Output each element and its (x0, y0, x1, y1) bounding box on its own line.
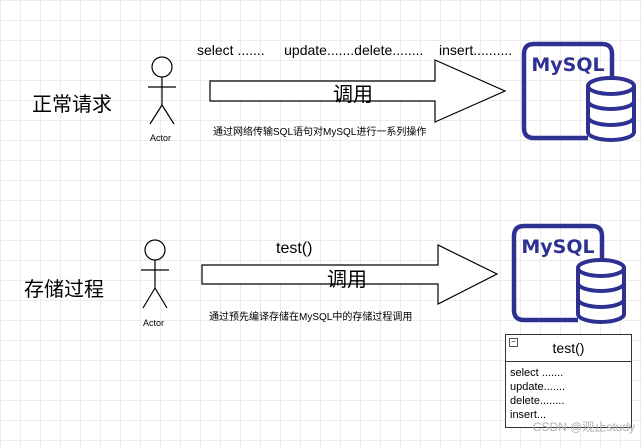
procedure-box-title: test() (552, 340, 585, 356)
bottom-call-arrow (201, 244, 499, 305)
procedure-box-header: − test() (506, 335, 631, 362)
bottom-actor-label: Actor (143, 318, 165, 328)
procedure-box-body: select ....... update....... delete.....… (506, 362, 631, 426)
stored-procedure-label: 存储过程 (24, 279, 104, 301)
stored-procedure-box: − test() select ....... update....... de… (505, 334, 632, 428)
top-arrow-label: 调用 (333, 84, 373, 106)
collapse-toggle-icon[interactable]: − (509, 338, 518, 347)
mysql-database-icon: MySQL (511, 223, 626, 324)
top-caption: 通过网络传输SQL语句对MySQL进行一系列操作 (213, 127, 427, 138)
svg-text:MySQL: MySQL (531, 54, 604, 76)
bottom-actor-figure (141, 239, 169, 309)
procedure-call-label: test() (276, 240, 313, 257)
top-actor-figure (148, 56, 176, 125)
top-actor-label: Actor (150, 133, 172, 143)
top-call-arrow (209, 59, 507, 123)
bottom-caption: 通过预先编译存储在MySQL中的存储过程调用 (209, 312, 413, 323)
bottom-arrow-label: 调用 (327, 269, 367, 291)
normal-request-label: 正常请求 (32, 94, 112, 116)
sql-operations-list: select ....... update.......delete......… (197, 42, 513, 58)
procedure-line: delete........ (510, 395, 565, 407)
mysql-database-icon: MySQL (521, 41, 636, 142)
watermark: CSDN @观止study (532, 420, 635, 434)
procedure-line: update....... (510, 381, 566, 393)
svg-text:MySQL: MySQL (521, 236, 594, 258)
procedure-line: select ....... (510, 367, 564, 379)
procedure-line: insert... (510, 409, 547, 421)
